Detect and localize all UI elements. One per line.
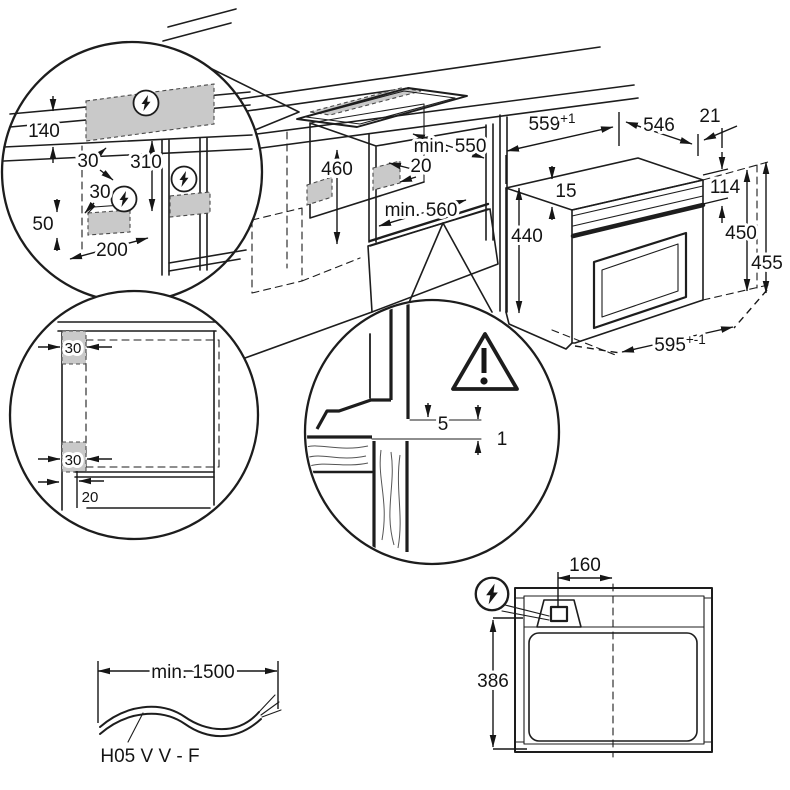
dim-200: 200: [96, 240, 128, 261]
dim-min-560: min. 560: [385, 200, 458, 221]
dim-21: 21: [699, 106, 720, 127]
dim-20-plinth: 20: [82, 489, 99, 506]
dim-30-bottom: 30: [65, 452, 82, 469]
lower-connection-zone: [87, 209, 131, 236]
dim-546: 546: [643, 115, 675, 136]
dim-20-niche: 20: [410, 156, 431, 177]
dim-140: 140: [28, 121, 60, 142]
lightning-icon: [170, 165, 198, 193]
dim-450: 450: [725, 223, 757, 244]
dim-30-upper: 30: [77, 151, 98, 172]
cable-zone-top: [61, 330, 87, 365]
worktop-section-detail: 5 1: [307, 304, 519, 552]
lightning-icon: [132, 89, 160, 117]
dim-min-1500: min. 1500: [151, 662, 234, 683]
dim-440: 440: [511, 226, 543, 247]
dim-min-550: min. 550: [414, 136, 487, 157]
callout-wedge-section: [407, 222, 493, 313]
dim-460: 460: [321, 159, 353, 180]
cabinet-front-view-detail: 30 30 20: [38, 321, 220, 511]
dim-160: 160: [569, 555, 601, 576]
oven-dimensions-view: 559+1 546 21 15 114 440 450 455 595+-1: [505, 103, 786, 359]
electrical-zones-detail: 140 30 310 30 50 200: [3, 83, 253, 276]
warning-icon: [451, 332, 519, 391]
lightning-icon: [110, 185, 138, 213]
dim-30-lower: 30: [89, 182, 110, 203]
dim-310: 310: [130, 152, 162, 173]
dim-559: 559+1: [528, 111, 575, 135]
side-connection-zone: [169, 191, 211, 218]
detail-bubble-section: [303, 298, 561, 566]
oven-top-view: 160 386: [474, 552, 713, 758]
dim-595: 595+-1: [654, 332, 706, 356]
mains-connection-box: [536, 599, 582, 628]
dim-114: 114: [710, 177, 741, 198]
oven-door-window: [592, 231, 688, 330]
dim-1: 1: [497, 429, 508, 450]
dim-386: 386: [477, 671, 509, 692]
detail-bubble-front-view: [8, 289, 260, 541]
cable-type-label: H05 V V - F: [100, 746, 199, 767]
dim-5: 5: [438, 414, 449, 435]
cable-curve: [99, 705, 260, 731]
cable-zone-bottom: [61, 441, 87, 473]
lightning-icon: [474, 576, 510, 612]
warning-exclamation: [481, 348, 487, 373]
dim-50: 50: [32, 214, 53, 235]
power-cable-detail: min. 1500 H05 V V - F: [97, 659, 282, 770]
dim-30-top: 30: [65, 340, 82, 357]
niche-connection-zone-left: [306, 176, 333, 206]
kitchen-perspective-view: 460 min. 550 20 min. 560: [162, 8, 639, 359]
callout-wedge-top-left: [209, 67, 300, 131]
dim-455: 455: [751, 253, 783, 274]
dim-15: 15: [555, 181, 576, 202]
